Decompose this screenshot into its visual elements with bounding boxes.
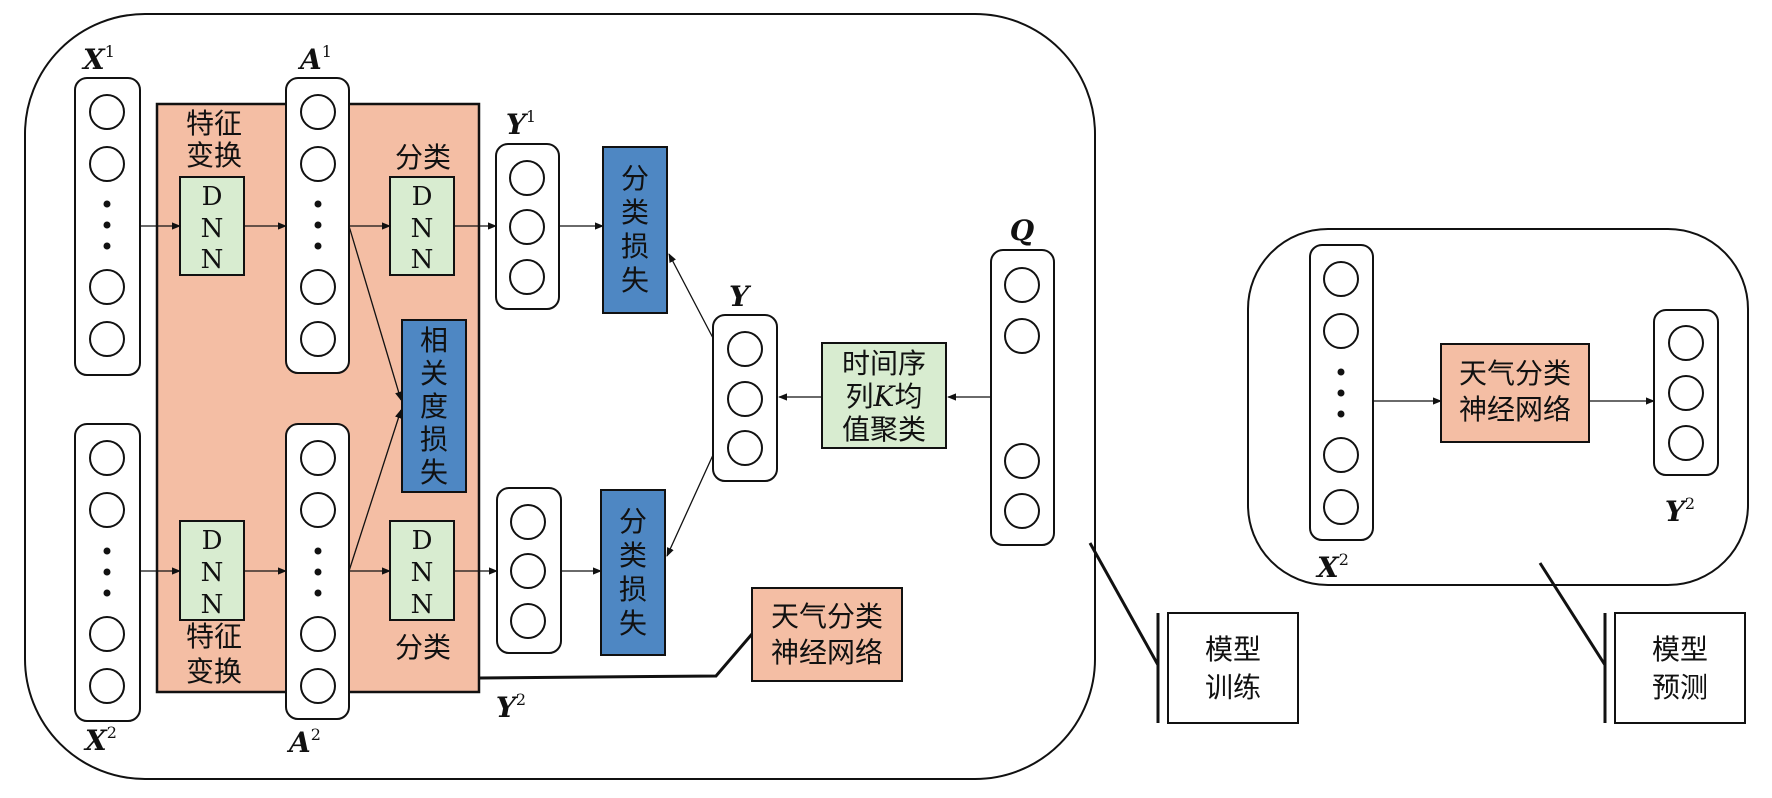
svg-text:损: 损 — [621, 230, 649, 263]
x1-nodes — [89, 94, 125, 357]
svg-text:N: N — [411, 558, 434, 588]
dnn-feature-bottom — [179, 520, 245, 621]
svg-text:N: N — [411, 590, 434, 620]
y1-nodes — [509, 160, 545, 295]
pred-legend-box — [1614, 612, 1746, 724]
corr-loss-text: 相 关 度 损 失 — [420, 324, 448, 489]
weather-net-box-train — [751, 587, 903, 682]
svg-text:N: N — [201, 590, 224, 620]
a1-nodes — [300, 94, 336, 357]
dnn-letters: D N N D N N D N N D N N — [201, 182, 434, 620]
y1-column — [495, 143, 560, 310]
correlation-loss-box — [401, 319, 467, 493]
svg-text:N: N — [411, 245, 434, 275]
y-nodes — [727, 331, 763, 466]
y-column — [712, 314, 778, 482]
weather-net-box-pred — [1440, 343, 1590, 443]
training-panel — [24, 13, 1096, 780]
kmeans-line1: 时间序 — [842, 347, 926, 380]
class-loss-top-text: 分 类 损 失 — [621, 162, 649, 297]
label-x2: X2 — [83, 723, 117, 757]
x2-ellipsis — [103, 547, 111, 597]
connectors — [140, 222, 991, 575]
kmeans-box — [821, 342, 947, 449]
label-pred-x2: X2 — [1315, 550, 1349, 584]
feat-top-line1: 特征 — [186, 107, 242, 140]
label-y2: Y2 — [496, 690, 526, 724]
svg-text:N: N — [201, 558, 224, 588]
svg-text:分: 分 — [621, 162, 649, 195]
a2-ellipsis — [314, 547, 322, 597]
kmeans-line3: 值聚类 — [842, 413, 926, 446]
a1-ellipsis — [314, 200, 322, 250]
weather-net-pred-line2: 神经网络 — [1459, 393, 1571, 426]
weather-net-train-line1: 天气分类 — [771, 600, 883, 633]
pred-x2-ellipsis — [1337, 368, 1345, 418]
feat-top-line2: 变换 — [186, 139, 242, 172]
svg-text:D: D — [412, 526, 433, 556]
svg-text:D: D — [202, 182, 223, 212]
pred-leader — [1538, 562, 1607, 666]
label-y: Y — [729, 280, 752, 313]
a2-nodes — [300, 440, 336, 704]
svg-text:损: 损 — [420, 423, 448, 456]
cls-bot-label: 分类 — [395, 631, 451, 664]
x2-nodes — [89, 440, 125, 704]
label-a1: A1 — [297, 42, 332, 76]
q-nodes — [1004, 267, 1040, 529]
train-legend-box — [1167, 612, 1299, 724]
svg-text:D: D — [202, 526, 223, 556]
svg-text:N: N — [411, 214, 434, 244]
y2-column — [496, 487, 562, 654]
class-loss-top-box — [602, 146, 668, 314]
svg-text:失: 失 — [420, 456, 448, 489]
svg-text:失: 失 — [619, 607, 647, 640]
svg-text:度: 度 — [420, 390, 448, 423]
svg-text:D: D — [412, 182, 433, 212]
svg-text:N: N — [201, 214, 224, 244]
label-a2: A2 — [286, 725, 321, 759]
pred-legend-line1: 模型 — [1652, 633, 1708, 666]
x1-ellipsis — [103, 200, 111, 250]
train-leader — [1088, 542, 1160, 666]
dnn-classify-bottom — [389, 520, 455, 621]
pred-legend-line2: 预测 — [1652, 671, 1708, 704]
class-loss-bottom-box — [600, 489, 666, 656]
weather-net-pred-line1: 天气分类 — [1459, 357, 1571, 390]
dnn-feature-top — [179, 176, 245, 276]
class-loss-bottom-text: 分 类 损 失 — [619, 505, 647, 640]
train-legend-line1: 模型 — [1205, 633, 1261, 666]
label-q: Q — [1010, 214, 1034, 247]
pred-y2-column — [1653, 309, 1719, 476]
svg-text:损: 损 — [619, 573, 647, 606]
q-column — [990, 249, 1055, 546]
svg-text:分: 分 — [619, 505, 647, 538]
weather-net-train-line2: 神经网络 — [771, 636, 883, 669]
weather-net-pointer — [479, 633, 754, 680]
svg-text:失: 失 — [621, 264, 649, 297]
pred-x2-nodes — [1323, 261, 1359, 525]
svg-text:相: 相 — [420, 324, 448, 357]
pred-y2-nodes — [1668, 325, 1704, 461]
svg-text:N: N — [201, 245, 224, 275]
svg-text:类: 类 — [619, 539, 647, 572]
kmeans-line2: 列K均 — [846, 380, 923, 413]
feat-bot-line1: 特征 — [186, 620, 242, 653]
feat-bot-line2: 变换 — [186, 655, 242, 688]
label-y1: Y1 — [506, 107, 536, 141]
prediction-panel — [1247, 228, 1749, 586]
train-legend-line2: 训练 — [1205, 671, 1261, 704]
svg-text:类: 类 — [621, 196, 649, 229]
label-x1: X1 — [81, 42, 115, 76]
y2-nodes — [510, 504, 546, 639]
label-pred-y2: Y2 — [1665, 494, 1695, 528]
cls-top-label: 分类 — [395, 141, 451, 174]
svg-text:关: 关 — [420, 357, 448, 390]
